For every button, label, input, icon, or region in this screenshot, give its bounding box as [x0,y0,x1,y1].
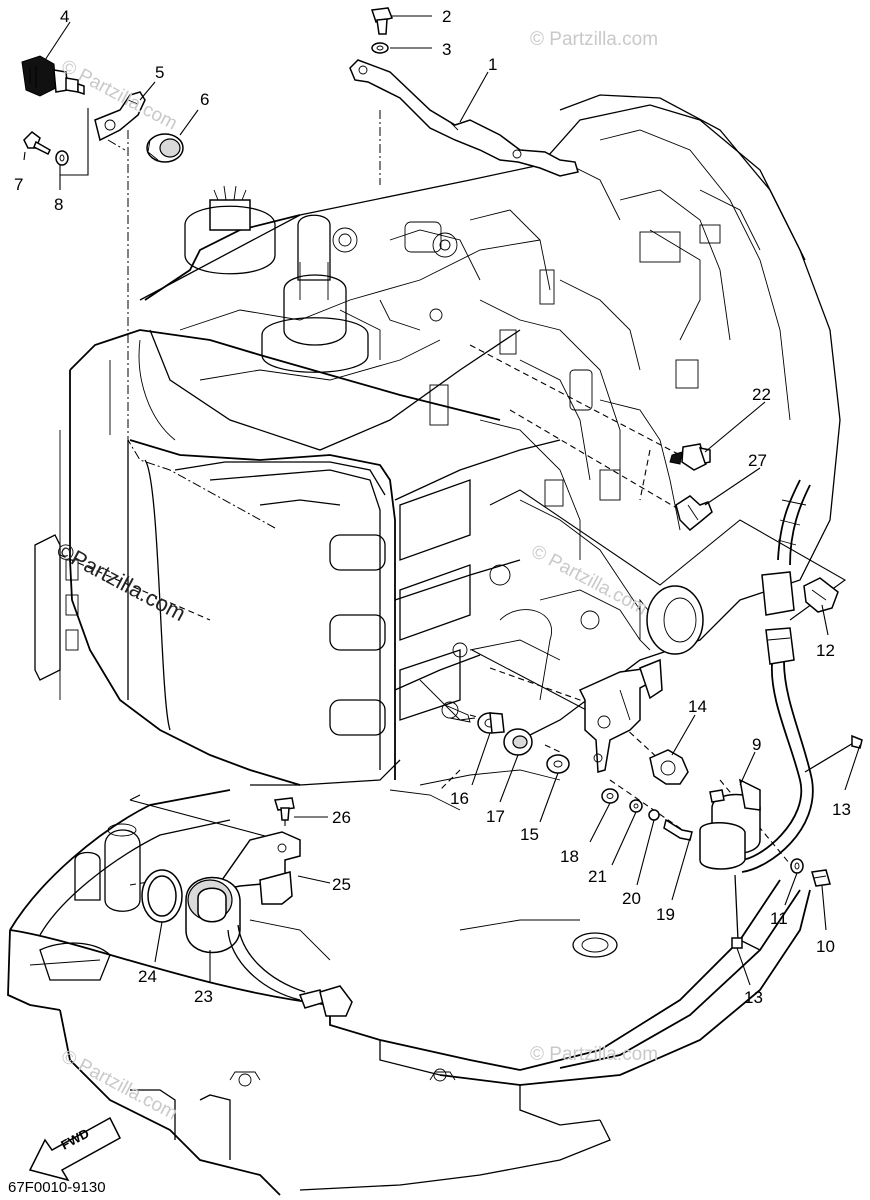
leader-lines [23,15,861,986]
bottom-cowling [7,789,811,1196]
part-13-tie-lower [731,874,743,949]
callout-3: 3 [442,40,451,59]
callout-12: 12 [816,641,835,660]
callout-24: 24 [138,967,157,986]
part-18-washer [601,788,619,804]
callout-5: 5 [155,63,164,82]
part-26-bolt [274,797,295,821]
part-3-washer [371,42,389,54]
part-6-grommet [146,133,184,163]
callout-25: 25 [332,875,351,894]
part-22-sensor [669,443,711,471]
part-17-grommet [503,728,533,756]
callout-19: 19 [656,905,675,924]
part-25-bracket [221,831,301,905]
callout-1: 1 [488,55,497,74]
callout-17: 17 [486,807,505,826]
part-23-grommet [185,876,353,1017]
part-7-bolt [23,131,51,156]
watermark: © Partzilla.com [530,29,658,50]
part-10-bolt [811,869,831,887]
part-15-collar [546,754,570,774]
callout-10: 10 [816,937,835,956]
part-27-clip [675,495,713,532]
part-19-bolt [663,818,693,841]
callout-27: 27 [748,451,767,470]
watermark: © Partzilla.com [528,541,651,620]
part-24-ring [141,869,183,923]
callout-23: 23 [194,987,213,1006]
callout-11: 11 [770,909,788,928]
drawing-code: 67F0010-9130 [8,1179,106,1196]
part-9-solenoid [699,778,761,870]
callout-13-upper: 13 [832,800,851,819]
callout-16: 16 [450,789,469,808]
part-8-washer [55,150,69,166]
callout-22: 22 [752,385,771,404]
callout-7: 7 [14,175,23,194]
part-4-sensor [21,55,85,97]
callout-26: 26 [332,808,351,827]
callout-21: 21 [588,867,607,886]
part-14-clamp [649,749,689,785]
mounting-bracket [578,658,663,773]
part-21-washer [629,799,643,813]
callout-2: 2 [442,7,451,26]
callout-8: 8 [54,195,63,214]
watermark: © Partzilla.com [530,1044,658,1065]
part-20-washer [648,809,660,821]
callout-18: 18 [560,847,579,866]
callout-20: 20 [622,889,641,908]
part-11-washer [790,858,804,874]
watermark-main: ©Partzilla.com [53,537,190,626]
callout-13-lower: 13 [744,988,763,1007]
callout-15: 15 [520,825,539,844]
part-12-clip [803,577,839,613]
part-16-spacer [477,712,505,734]
part-13-tie-upper [804,734,863,773]
callout-9: 9 [752,735,761,754]
part-2-bolt [370,7,394,35]
callout-6: 6 [200,90,209,109]
callout-4: 4 [60,7,69,26]
part-5-bracket [94,91,146,142]
callout-14: 14 [688,697,707,716]
engine-block [34,94,841,786]
fwd-arrow-icon [28,1116,121,1182]
part-1-plate [349,59,579,177]
watermark: © Partzilla.com [58,1046,181,1125]
callout-labels: 4 2 3 1 5 6 7 8 22 27 12 14 9 13 16 17 1… [14,7,851,1007]
watermarks: © Partzilla.com © Partzilla.com © Partzi… [53,29,658,1125]
wiring-harness [739,479,814,873]
